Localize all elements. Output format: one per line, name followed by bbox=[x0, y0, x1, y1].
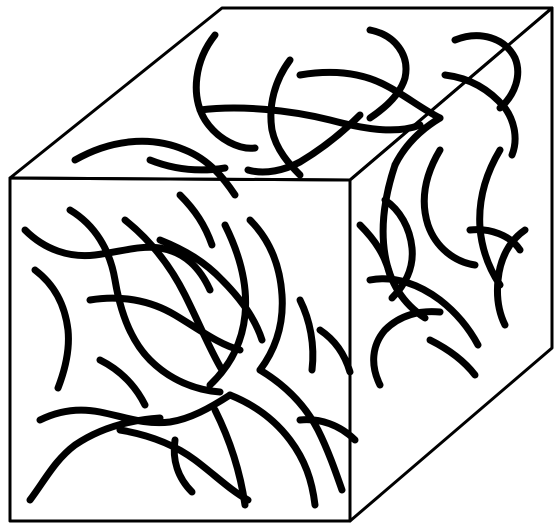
fiber bbox=[300, 300, 313, 370]
fiber bbox=[445, 75, 515, 155]
fiber bbox=[370, 30, 406, 118]
fiber bbox=[430, 340, 475, 375]
fiber bbox=[180, 195, 212, 245]
fiber bbox=[300, 420, 355, 440]
fiber bbox=[200, 108, 420, 130]
fiber bbox=[196, 35, 255, 148]
fiber bbox=[320, 330, 350, 372]
fiber bbox=[174, 440, 192, 492]
fiber bbox=[250, 220, 282, 370]
fiber bbox=[374, 312, 440, 385]
right-face-fibers bbox=[360, 150, 525, 385]
top-face-fibers bbox=[75, 30, 518, 195]
fiber bbox=[383, 165, 425, 318]
fiber bbox=[424, 150, 475, 265]
fiber bbox=[30, 418, 160, 500]
fiber bbox=[455, 36, 518, 108]
fiber bbox=[480, 150, 500, 285]
fiber bbox=[271, 60, 300, 175]
fiber bbox=[300, 72, 440, 118]
fiber bbox=[90, 298, 240, 350]
fiber bbox=[35, 270, 68, 388]
fiber bbox=[260, 370, 342, 490]
front-face-fibers bbox=[25, 195, 355, 505]
fiber bbox=[100, 360, 145, 405]
